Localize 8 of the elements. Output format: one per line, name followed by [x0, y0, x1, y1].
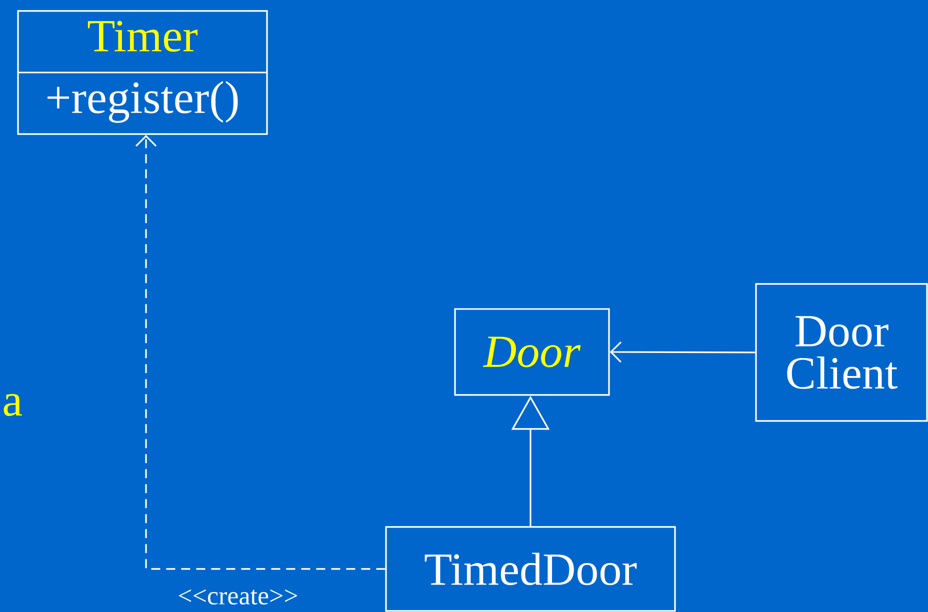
arrow [135, 134, 386, 570]
label: a [4, 394, 22, 416]
class-box: Door Client [755, 283, 928, 422]
class-box: TimedDoor [385, 526, 676, 612]
arrow [610, 341, 756, 363]
class-box: Door [454, 308, 610, 396]
edge-label: <<create>> [178, 589, 298, 605]
class-box: Timer +register() [17, 10, 268, 135]
